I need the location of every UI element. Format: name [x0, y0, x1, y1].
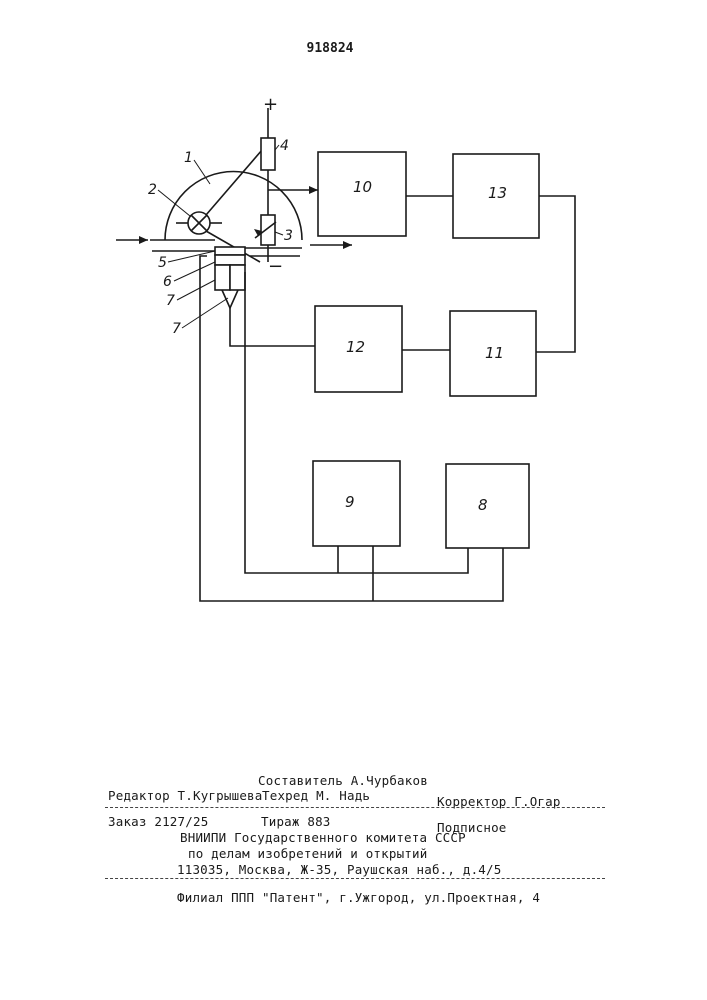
schematic-diagram: 918824 + − 1 2 3 4 5 6 7 7 — [0, 0, 707, 760]
flow-out-arrowhead — [343, 241, 352, 249]
label-7b: 7 — [172, 321, 181, 337]
element-5 — [215, 247, 245, 255]
leader-1 — [194, 160, 210, 184]
editor: Редактор Т.Кугрышева — [108, 788, 263, 803]
org-line-1: ВНИИПИ Государственного комитета СССР — [180, 830, 466, 845]
branch: Филиал ППП "Патент", г.Ужгород, ул.Проек… — [177, 890, 540, 905]
patent-number: 918824 — [307, 41, 354, 56]
block-11-label: 11 — [485, 344, 504, 362]
label-3: 3 — [284, 228, 293, 244]
techred: Техред М. Надь — [262, 788, 370, 803]
org-line-3: 113035, Москва, Ж-35, Раушская наб., д.4… — [177, 862, 501, 877]
circulation: Тираж 883 — [261, 814, 331, 829]
minus-sign: − — [268, 256, 283, 277]
signal-arrowhead — [309, 186, 318, 194]
label-4: 4 — [280, 138, 289, 154]
label-6: 6 — [163, 274, 172, 290]
label-2: 2 — [148, 182, 157, 198]
divider-top — [105, 807, 605, 808]
wire-12-sensor — [230, 308, 315, 346]
order: Заказ 2127/25 — [108, 814, 208, 829]
wire-13-11 — [536, 196, 575, 352]
leader-6 — [174, 262, 215, 281]
sensor-housing-arc — [165, 172, 302, 241]
label-7a: 7 — [166, 293, 175, 309]
leader-7a — [177, 280, 215, 300]
element-7-right — [230, 265, 245, 290]
composer: Составитель А.Чурбаков — [258, 773, 428, 788]
label-1: 1 — [184, 150, 193, 166]
flow-in-arrowhead — [139, 236, 148, 244]
element-7-left — [215, 265, 230, 290]
leader-3 — [275, 232, 283, 235]
leader-7b — [182, 298, 228, 328]
block-10-label: 10 — [353, 178, 372, 196]
block-9 — [313, 461, 400, 546]
plus-sign: + — [263, 94, 278, 115]
divider-bottom — [105, 878, 605, 879]
resistor-3 — [261, 215, 275, 245]
leader-2 — [158, 190, 190, 216]
element-6 — [215, 255, 245, 265]
block-8-label: 8 — [478, 496, 488, 514]
block-13-label: 13 — [488, 184, 507, 202]
leader-5 — [168, 251, 215, 262]
element-7-cone — [222, 290, 238, 308]
block-9-label: 9 — [345, 493, 355, 511]
org-line-2: по делам изобретений и открытий — [188, 846, 428, 861]
label-5: 5 — [158, 255, 167, 271]
block-12-label: 12 — [346, 338, 365, 356]
lamp-to-resistor-line — [206, 150, 262, 215]
resistor-4 — [261, 138, 275, 170]
